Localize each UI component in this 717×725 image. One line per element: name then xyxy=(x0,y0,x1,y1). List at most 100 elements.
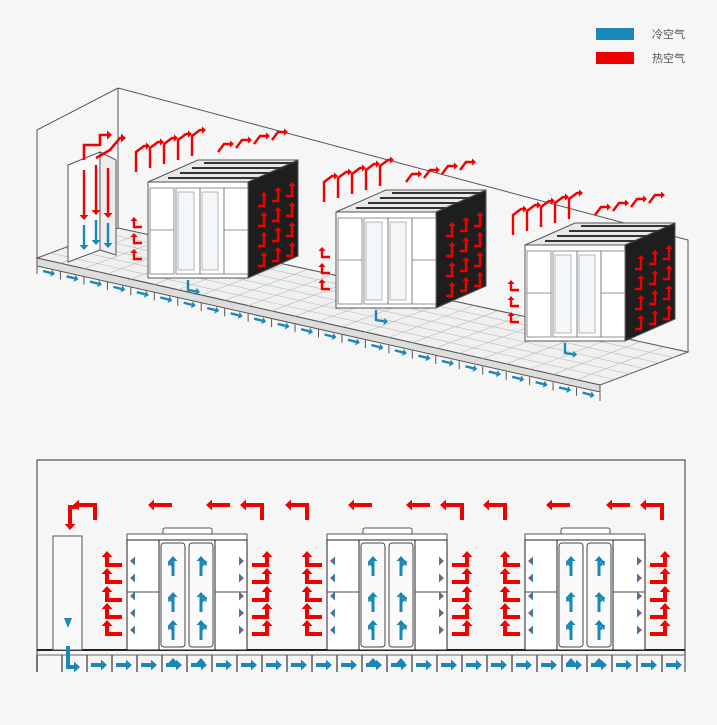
rising-hot-arrow-shaft xyxy=(511,207,523,235)
rising-hot-arrow xyxy=(176,130,192,160)
elevation-pod-2 xyxy=(326,527,448,651)
floor-grid-line xyxy=(50,252,615,380)
right-hot-exhaust-arrow-shaft xyxy=(452,557,469,567)
underfloor-cold-arrow-shaft xyxy=(535,380,545,386)
door-cold-branch-arrow-shaft xyxy=(567,562,572,567)
door-cold-branch-arrow xyxy=(200,560,207,567)
right-hot-exhaust-arrow-head xyxy=(461,586,473,592)
floor-supply-arrow-head xyxy=(396,658,406,663)
rack-hot-exhaust-arrow-shaft xyxy=(663,249,671,261)
crac-air-arrowhead xyxy=(64,618,72,628)
underfloor-cold-arrow-shaft xyxy=(136,291,146,296)
top-pod-2 xyxy=(335,189,487,309)
rack-through-airflow-left xyxy=(330,573,358,583)
ceiling-hot-corner-arrow xyxy=(240,499,264,520)
underfloor-cold-arrow-head xyxy=(301,659,307,671)
rising-hot-arrow xyxy=(648,191,665,204)
left-hot-exhaust-arrow-shaft xyxy=(105,592,122,602)
rack-through-airflow-left-head xyxy=(528,625,533,635)
rack-through-airflow-left xyxy=(130,556,158,566)
underfloor-cold-arrow xyxy=(441,659,457,671)
door-cold-up-arrow-head xyxy=(168,556,178,561)
rack-hot-exhaust-arrow-head xyxy=(462,277,470,281)
door-cold-up-arrow xyxy=(168,592,178,612)
right-hot-exhaust-arrow xyxy=(252,603,273,619)
floor-cold-arrow xyxy=(374,310,388,325)
underfloor-cold-arrow-head xyxy=(226,659,232,671)
door-cold-up-arrow xyxy=(196,556,206,576)
side-hot-arrow xyxy=(507,280,519,292)
underfloor-cold-arrow xyxy=(89,280,102,288)
right-hot-exhaust-arrow-head xyxy=(261,603,273,609)
rack-hot-exhaust-arrow-head xyxy=(651,290,659,294)
rising-hot-arrow-shaft xyxy=(271,130,284,141)
left-hot-exhaust-arrow xyxy=(301,551,322,567)
rising-hot-arrow-shaft xyxy=(217,142,230,153)
rising-hot-arrow xyxy=(567,189,583,219)
door-cold-up-arrow xyxy=(594,620,604,640)
rack-through-airflow-left xyxy=(528,625,556,635)
door-cold-branch-arrow-shaft xyxy=(567,598,572,603)
rising-hot-arrow-shaft xyxy=(539,199,551,227)
door-cold-branch-arrow-shaft xyxy=(169,562,174,567)
left-hot-exhaust-arrow-head xyxy=(301,551,313,557)
side-hot-arrow-shaft xyxy=(509,300,519,308)
right-hot-exhaust-arrow xyxy=(252,620,273,636)
rack-through-airflow-right xyxy=(614,608,642,618)
rack-hot-exhaust-arrow-head xyxy=(288,242,296,246)
door-cold-branch-arrow xyxy=(368,561,374,567)
rising-hot-arrow-head xyxy=(362,164,366,172)
side-hot-arrow xyxy=(507,312,519,324)
door-cold-branch-arrow xyxy=(566,561,572,567)
door-cold-up-arrow xyxy=(566,556,576,576)
glass-door xyxy=(578,254,596,334)
door-cold-branch-arrow-head xyxy=(599,624,605,631)
rack-hot-exhaust-arrow xyxy=(663,265,673,281)
side-hot-arrow-head xyxy=(130,249,138,253)
side-hot-arrow-head xyxy=(507,280,515,284)
crac-cold-out-arrow-head xyxy=(79,245,89,250)
legend-item-cold: 冷空气 xyxy=(596,22,685,46)
ceiling-hot-arrow xyxy=(546,499,570,511)
underfloor-cold-arrow-head xyxy=(626,659,632,671)
right-hot-exhaust-arrow xyxy=(650,603,671,619)
rising-hot-arrow-head xyxy=(579,189,583,197)
rising-hot-arrow-shaft xyxy=(378,158,390,186)
rack-through-airflow-left-head xyxy=(528,556,533,566)
right-hot-exhaust-arrow-head xyxy=(659,620,671,626)
rack-hot-exhaust-arrow xyxy=(460,237,470,253)
rack-hot-exhaust-arrow-shaft xyxy=(460,241,468,253)
side-hot-arrow-head xyxy=(318,247,326,251)
rack-through-airflow-left xyxy=(130,625,158,635)
left-hot-exhaust-arrow-head xyxy=(101,551,113,557)
rack-hot-exhaust-arrow-head xyxy=(476,252,484,256)
underfloor-cold-arrow xyxy=(241,659,257,671)
door-cold-up-arrow-head xyxy=(196,620,206,625)
rack-through-airflow-right xyxy=(216,608,244,618)
rack-hot-exhaust-arrow-shaft xyxy=(286,206,294,218)
door-cold-branch-arrow xyxy=(168,625,174,631)
door-cold-branch-arrow xyxy=(598,624,605,631)
right-hot-exhaust-arrow xyxy=(452,620,473,636)
rack-through-airflow-right xyxy=(614,556,642,566)
underfloor-cold-arrow-head xyxy=(126,659,132,671)
right-hot-exhaust-arrow-shaft xyxy=(650,609,667,619)
rack-through-airflow-left-head xyxy=(528,591,533,601)
right-hot-exhaust-arrow-head xyxy=(261,620,273,626)
door-cold-up-arrow xyxy=(168,620,178,640)
right-hot-exhaust-arrow-head xyxy=(659,603,671,609)
door-cold-up-arrow-head xyxy=(566,556,576,561)
rack-hot-exhaust-arrow xyxy=(258,192,268,208)
underfloor-cold-arrow-shaft xyxy=(113,285,122,291)
side-hot-arrow-head xyxy=(318,279,326,283)
glass-door xyxy=(177,191,195,271)
right-hot-exhaust-arrow-shaft xyxy=(650,574,667,584)
underfloor-cold-arrow xyxy=(183,301,196,309)
rising-hot-arrow xyxy=(378,156,394,186)
rack-hot-exhaust-arrow-shaft xyxy=(272,211,280,223)
underfloor-cold-arrow xyxy=(91,659,107,671)
cabinet-panel xyxy=(337,217,363,305)
underfloor-cold-arrow-head xyxy=(501,659,507,671)
rising-hot-arrow xyxy=(459,158,476,171)
